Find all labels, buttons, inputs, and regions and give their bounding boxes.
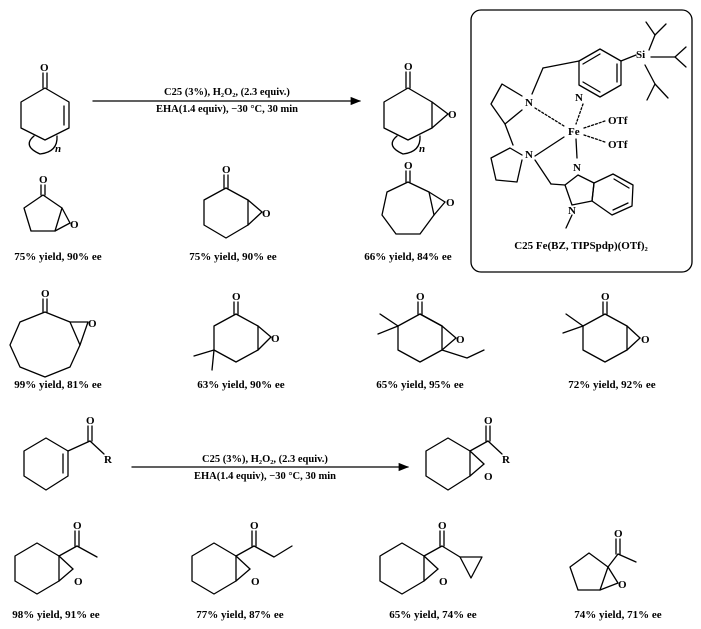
conditions-1-line2: EHA(1.4 equiv), −30 °C, 30 min (156, 104, 298, 115)
yield-label: 75% yield, 90% ee (14, 251, 101, 263)
svg-text:O: O (446, 197, 455, 209)
svg-text:N: N (568, 205, 576, 217)
conditions-1-line1: C25 (3%), H₂O₂, (2.3 equiv.) (164, 87, 290, 98)
svg-text:O: O (641, 334, 650, 346)
otf-ligand-1: OTf (608, 115, 628, 127)
atom-o: O (40, 62, 49, 74)
svg-text:O: O (404, 160, 413, 172)
svg-text:O: O (484, 471, 493, 483)
svg-text:O: O (439, 576, 448, 588)
yield-label: 74% yield, 71% ee (574, 609, 661, 621)
catalyst-box: Si N N N Fe OTf OTf N N (470, 9, 693, 273)
svg-text:O: O (614, 528, 623, 540)
yield-label: 99% yield, 81% ee (14, 379, 101, 391)
product-cyclopentanone-epoxide: O O 75% yield, 90% ee (14, 174, 101, 263)
svg-text:O: O (404, 61, 413, 73)
svg-text:O: O (86, 415, 95, 427)
svg-text:O: O (74, 576, 83, 588)
product-cycloheptanone-epoxide: O O 66% yield, 84% ee (364, 160, 455, 263)
yield-label: 66% yield, 84% ee (364, 251, 451, 263)
svg-text:O: O (222, 164, 231, 176)
product-dimethylcyclohexanone-epoxide-2: O O 72% yield, 92% ee (562, 291, 656, 391)
product-acyl-epoxide-general: O O R (425, 415, 511, 491)
conditions-2-line1: C25 (3%), H₂O₂, (2.3 equiv.) (202, 454, 328, 465)
starting-acylcyclohexene: O R (23, 415, 113, 491)
product-dimethylcyclohexanone-epoxide: O O 63% yield, 90% ee (193, 291, 285, 391)
svg-text:N: N (525, 149, 533, 161)
svg-text:O: O (271, 333, 280, 345)
yield-label: 75% yield, 90% ee (189, 251, 276, 263)
product-cyclohexanone-epoxide: O O 75% yield, 90% ee (189, 164, 276, 263)
svg-text:O: O (73, 520, 82, 532)
product-ethyl-dimethylcyclohexanone-epoxide: O O 65% yield, 95% ee (376, 291, 485, 391)
product-epoxide-general: O O n (383, 61, 457, 155)
svg-text:O: O (250, 520, 259, 532)
svg-text:O: O (448, 109, 457, 121)
svg-text:O: O (41, 288, 50, 300)
svg-text:O: O (456, 334, 465, 346)
product-propionyl-epoxide: O O 77% yield, 87% ee (191, 520, 293, 621)
iron-atom: Fe (568, 126, 580, 138)
svg-text:N: N (525, 97, 533, 109)
svg-text:O: O (251, 576, 260, 588)
reaction-arrow-1: C25 (3%), H₂O₂, (2.3 equiv.) EHA(1.4 equ… (92, 87, 362, 115)
svg-text:O: O (484, 415, 493, 427)
yield-label: 72% yield, 92% ee (568, 379, 655, 391)
svg-text:O: O (232, 291, 241, 303)
starting-enone: O n (20, 62, 70, 155)
svg-text:O: O (438, 520, 447, 532)
svg-text:O: O (262, 208, 271, 220)
product-cyclopropylcarbonyl-epoxide: O O 65% yield, 74% ee (379, 520, 483, 621)
yield-label: 77% yield, 87% ee (196, 609, 283, 621)
svg-text:O: O (39, 174, 48, 186)
substituent-r: R (104, 454, 113, 466)
catalyst-label: C25 Fe(BZ, TIPSpdp)(OTf)₂ (514, 240, 648, 252)
svg-text:O: O (70, 219, 79, 231)
svg-text:O: O (88, 318, 97, 330)
svg-text:O: O (618, 579, 627, 591)
svg-text:O: O (416, 291, 425, 303)
reaction-arrow-2: C25 (3%), H₂O₂, (2.3 equiv.) EHA(1.4 equ… (131, 454, 410, 482)
product-acetylcyclopentane-epoxide: O O 74% yield, 71% ee (569, 528, 662, 621)
ring-size-label: n (55, 143, 61, 155)
silicon-atom: Si (636, 49, 645, 61)
product-cyclooctanone-epoxide: O O 99% yield, 81% ee (9, 288, 102, 391)
yield-label: 65% yield, 74% ee (389, 609, 476, 621)
otf-ligand-2: OTf (608, 139, 628, 151)
svg-text:N: N (573, 162, 581, 174)
product-acetyl-epoxide: O O 98% yield, 91% ee (12, 520, 99, 621)
svg-text:R: R (502, 454, 511, 466)
yield-label: 63% yield, 90% ee (197, 379, 284, 391)
conditions-2-line2: EHA(1.4 equiv), −30 °C, 30 min (194, 471, 336, 482)
yield-label: 65% yield, 95% ee (376, 379, 463, 391)
svg-text:O: O (601, 291, 610, 303)
svg-text:n: n (419, 143, 425, 155)
svg-text:N: N (575, 92, 583, 104)
yield-label: 98% yield, 91% ee (12, 609, 99, 621)
